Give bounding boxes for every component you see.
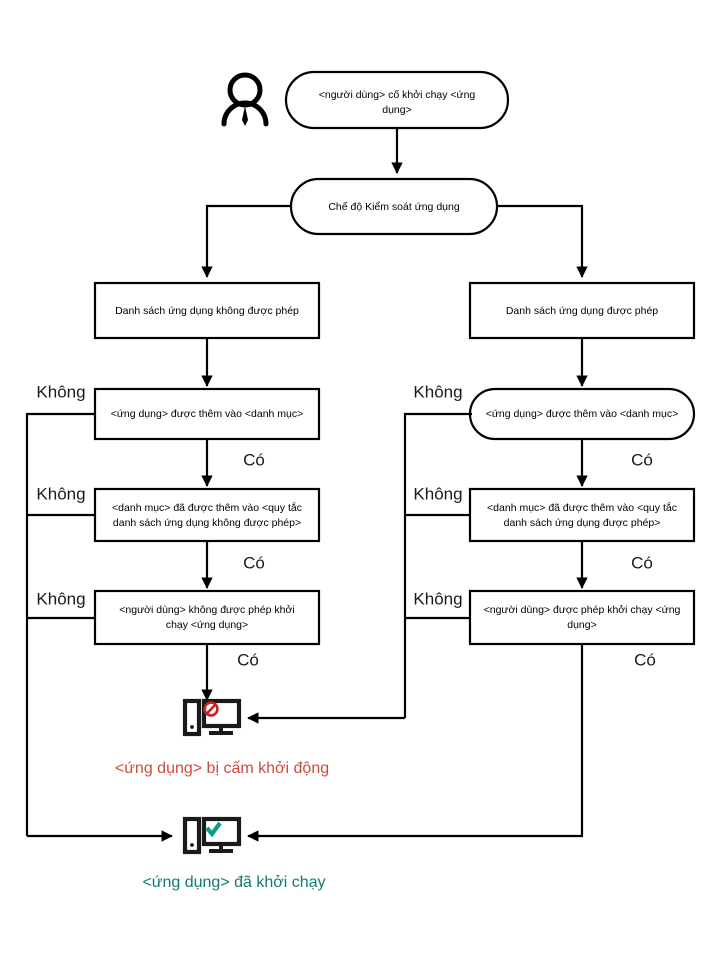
node-allowlist[interactable]: Danh sách ứng dụng được phép <box>468 281 696 340</box>
edge-label-right-q1-no: Không <box>413 382 462 401</box>
node-left-user-denied[interactable]: <người dùng> không được phép khởi chạy <… <box>93 589 321 646</box>
node-denylist[interactable]: Danh sách ứng dụng không được phép <box>93 281 321 340</box>
node-left-category-rule[interactable]: <danh mục> đã được thêm vào <quy tắc dan… <box>93 487 321 543</box>
node-mode[interactable]: Chế độ Kiểm soát ứng dụng <box>289 177 499 236</box>
edge-label-left-q1-no: Không <box>36 382 85 401</box>
edge-label-left-q1-yes: Có <box>243 450 265 469</box>
node-right-category-rule-line2: danh sách ứng dụng được phép> <box>504 517 661 529</box>
node-left-added-to-category-label: <ứng dụng> được thêm vào <danh mục> <box>111 408 304 420</box>
node-right-user-allowed-line2: dụng> <box>567 619 597 631</box>
edge-mode-to-allowlist <box>497 204 588 278</box>
node-start[interactable]: <người dùng> cố khởi chạy <ứng dụng> <box>284 70 510 130</box>
node-right-user-allowed-line1: <người dùng> được phép khởi chạy <ứng <box>484 604 681 616</box>
edge-label-left-q3-no: Không <box>36 589 85 608</box>
edge-label-right-q2-no: Không <box>413 484 462 503</box>
edge-mode-to-denylist <box>201 204 291 278</box>
denied-result-label: <ứng dụng> bị cấm khởi động <box>115 760 329 777</box>
user-actor-icon <box>221 72 269 127</box>
node-mode-label: Chế độ Kiểm soát ứng dụng <box>328 201 460 213</box>
node-right-user-allowed[interactable]: <người dùng> được phép khởi chạy <ứng dụ… <box>468 589 696 646</box>
node-start-label-line1: <người dùng> cố khởi chạy <ứng <box>319 89 476 101</box>
edge-label-left-q3-yes: Có <box>237 650 259 669</box>
node-denylist-label: Danh sách ứng dụng không được phép <box>115 305 299 317</box>
computer-blocked-icon <box>182 698 242 737</box>
node-start-label-line2: dụng> <box>382 104 412 116</box>
edge-label-left-q2-no: Không <box>36 484 85 503</box>
edge-label-left-q2-yes: Có <box>243 553 265 572</box>
edge-label-right-q1-yes: Có <box>631 450 653 469</box>
node-left-user-denied-line2: chạy <ứng dụng> <box>166 619 248 631</box>
edge-label-right-q2-yes: Có <box>631 553 653 572</box>
node-right-category-rule-line1: <danh mục> đã được thêm vào <quy tắc <box>487 501 677 514</box>
node-left-added-to-category[interactable]: <ứng dụng> được thêm vào <danh mục> <box>93 387 321 441</box>
node-left-user-denied-line1: <người dùng> không được phép khởi <box>119 604 294 616</box>
node-right-added-to-category-label: <ứng dụng> được thêm vào <danh mục> <box>486 408 679 420</box>
edge-left-q1-no <box>25 412 95 836</box>
edge-label-right-q3-yes: Có <box>634 650 656 669</box>
node-right-category-rule[interactable]: <danh mục> đã được thêm vào <quy tắc dan… <box>468 487 696 543</box>
allowed-result-label: <ứng dụng> đã khởi chạy <box>142 874 325 891</box>
node-left-category-rule-line1: <danh mục> đã được thêm vào <quy tắc <box>112 501 302 514</box>
node-right-added-to-category[interactable]: <ứng dụng> được thêm vào <danh mục> <box>468 387 696 441</box>
node-left-category-rule-line2: danh sách ứng dụng không được phép> <box>113 517 301 529</box>
edge-label-right-q3-no: Không <box>413 589 462 608</box>
node-allowlist-label: Danh sách ứng dụng được phép <box>506 305 658 317</box>
computer-allowed-icon <box>182 816 242 855</box>
edge-right-q1-no <box>403 412 472 718</box>
edge-right-q3-yes <box>247 644 584 842</box>
